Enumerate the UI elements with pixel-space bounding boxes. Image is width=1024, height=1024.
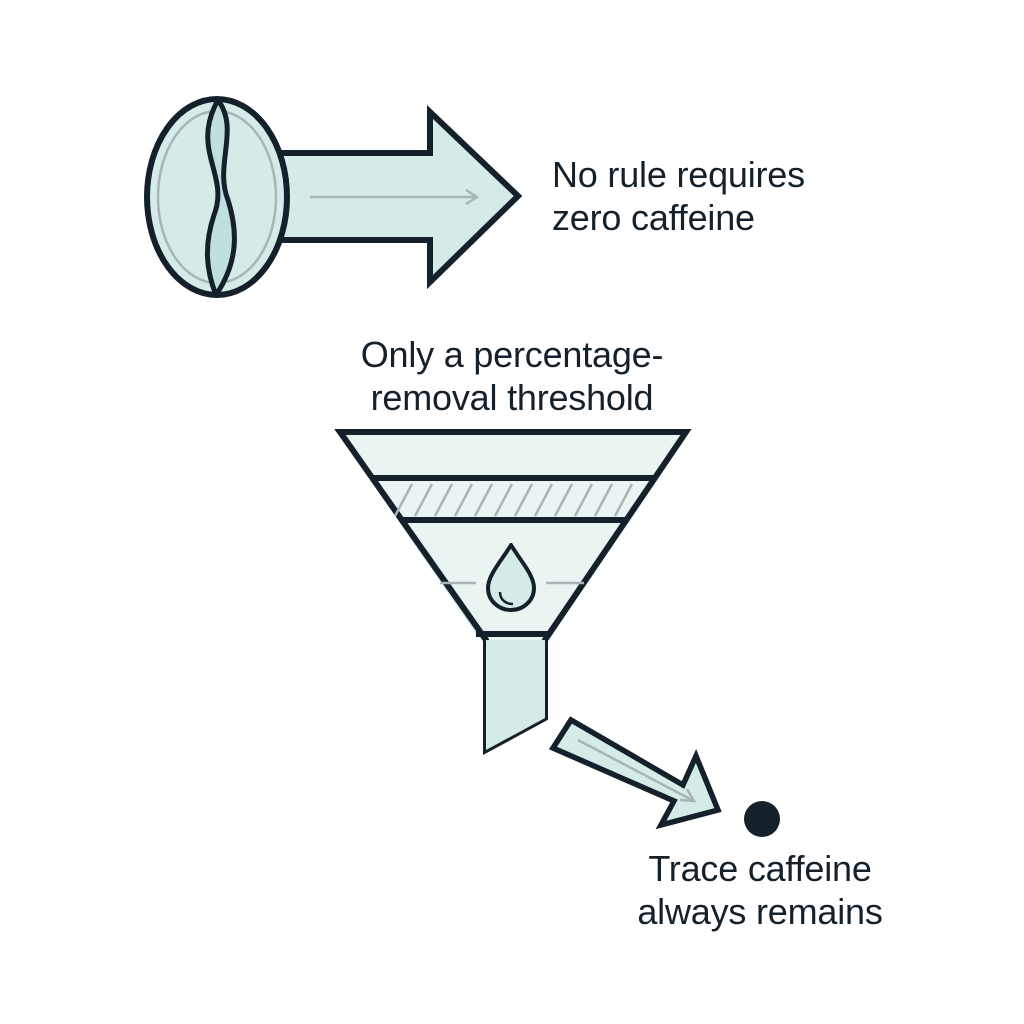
- label-trace-caffeine-line-2: always remains: [637, 891, 883, 932]
- bean-crease: [205, 97, 237, 298]
- label-no-rule-line-1: No rule requires: [552, 154, 805, 195]
- big-arrow: [265, 104, 523, 290]
- small-arrow-guide-line: [577, 738, 693, 802]
- label-no-rule-line-2: zero caffeine: [552, 197, 755, 238]
- funnel-filter-hatch: [393, 483, 634, 517]
- water-drop-highlight: [498, 591, 514, 606]
- caffeine-dot-icon: [744, 801, 780, 837]
- filter-funnel-icon: [334, 429, 692, 756]
- label-no-rule: No rule requires zero caffeine: [552, 153, 805, 239]
- big-arrow-guide-head: [465, 188, 480, 206]
- funnel-spout-fill: [486, 640, 545, 750]
- small-arrow-shape: [548, 716, 722, 830]
- label-threshold-line-1: Only a percentage-: [360, 334, 664, 375]
- label-threshold: Only a percentage- removal threshold: [300, 333, 724, 419]
- small-arrow: [548, 716, 722, 830]
- label-threshold-line-2: removal threshold: [370, 377, 654, 418]
- small-arrow-guide-head: [679, 788, 697, 803]
- label-trace-caffeine-line-1: Trace caffeine: [648, 848, 872, 889]
- coffee-bean-icon: [144, 96, 290, 298]
- label-trace-caffeine: Trace caffeine always remains: [600, 847, 920, 933]
